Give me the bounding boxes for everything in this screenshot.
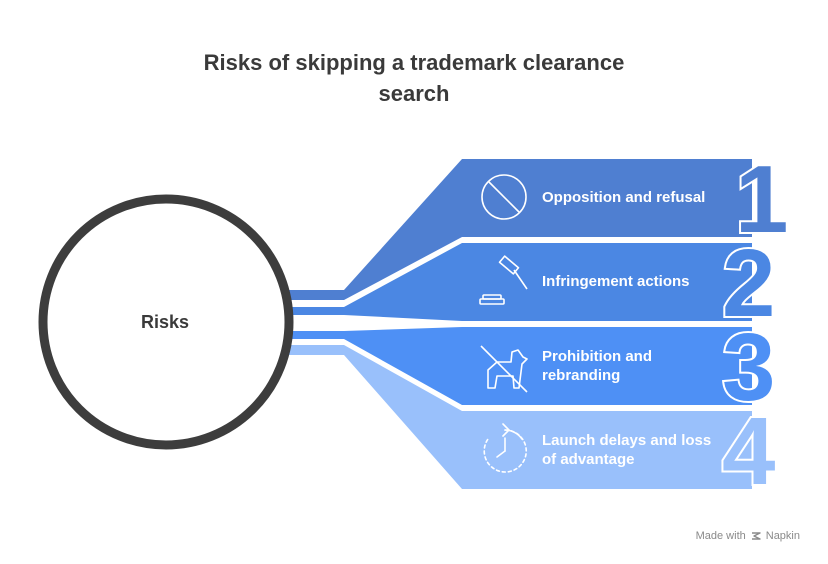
no-dog-icon	[480, 345, 528, 393]
item-number-2: 2	[722, 230, 775, 337]
item-number-1: 1	[735, 146, 788, 253]
footer-brand: Napkin	[765, 530, 800, 542]
title-line-2: search	[378, 81, 450, 106]
item-number-4: 4	[722, 398, 775, 505]
connector-band-1	[286, 159, 752, 300]
page-title: Risks of skipping a trademark clearance …	[0, 47, 828, 109]
connector-band-2	[286, 243, 752, 321]
prohibited-icon	[481, 174, 527, 220]
timer-icon	[483, 423, 528, 473]
item-number-3: 3	[722, 314, 775, 421]
napkin-logo-icon	[751, 532, 761, 540]
center-label: Risks	[140, 312, 190, 332]
footer-made-with: Made with	[695, 530, 746, 542]
item-label-2: Infringement actions	[542, 273, 690, 290]
center-circle	[38, 194, 294, 450]
item-label-1: Opposition and refusal	[542, 189, 706, 206]
connector-band-3	[286, 327, 752, 405]
item-label-4: Launch delays and loss of advantage	[542, 432, 712, 468]
connector-band-4	[286, 345, 752, 489]
title-line-1: Risks of skipping a trademark clearance	[203, 50, 625, 75]
item-label-3: Prohibition and rebranding	[542, 348, 652, 384]
footer-credit: Made with Napkin	[696, 530, 800, 542]
gavel-icon	[479, 255, 528, 305]
